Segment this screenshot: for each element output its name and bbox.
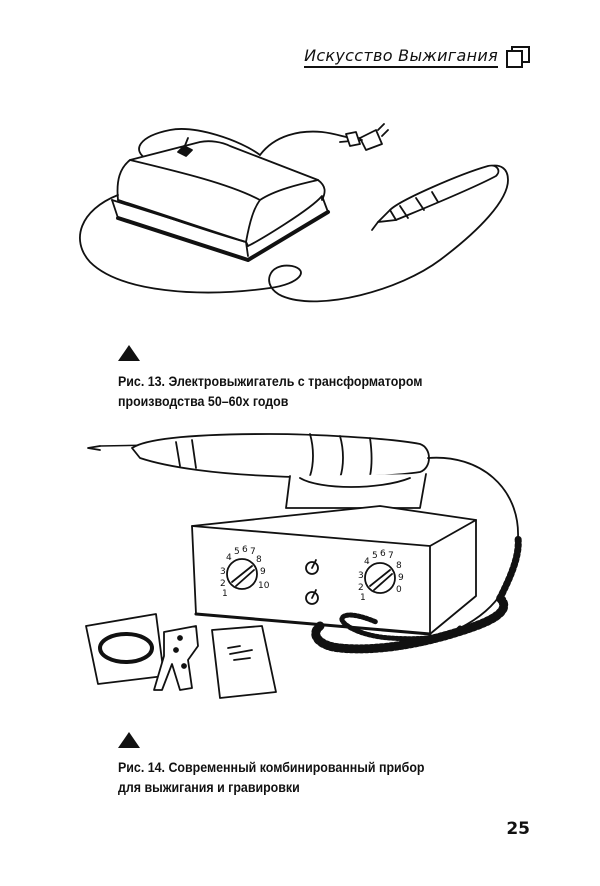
caption-line: производства 50–60х годов bbox=[118, 394, 289, 409]
dial-number: 5 bbox=[234, 547, 240, 557]
running-head-title: Искусство Выжигания bbox=[304, 46, 498, 68]
dial-number: 10 bbox=[258, 581, 270, 591]
dial-number: 5 bbox=[372, 551, 378, 561]
running-head: Искусство Выжигания bbox=[304, 46, 530, 68]
dial-number: 2 bbox=[358, 583, 364, 593]
caption-line: для выжигания и гравировки bbox=[118, 780, 300, 795]
toggle-switch-icon bbox=[305, 589, 319, 605]
dial-number: 6 bbox=[242, 545, 248, 555]
power-cord bbox=[259, 130, 361, 156]
transformer-box bbox=[111, 137, 330, 262]
dial-number: 9 bbox=[260, 567, 266, 577]
toggle-switch-icon bbox=[305, 559, 319, 575]
figure-14-illustration: 1 2 3 4 5 6 7 8 9 10 1 2 3 4 5 6 7 8 9 0 bbox=[85, 433, 522, 699]
dial-number: 1 bbox=[222, 589, 228, 599]
dial-number: 3 bbox=[220, 567, 226, 577]
dial-number: 4 bbox=[364, 557, 370, 567]
engraving-handpiece bbox=[87, 433, 430, 479]
dial-number: 7 bbox=[250, 547, 256, 557]
dial-number: 3 bbox=[358, 571, 364, 581]
dial-number: 0 bbox=[396, 585, 402, 595]
dial-number: 1 bbox=[360, 593, 366, 603]
device-main-box bbox=[191, 505, 477, 636]
accessory-card-2 bbox=[211, 625, 277, 699]
figure-14-caption: Рис. 14. Современный комбинированный при… bbox=[118, 758, 449, 798]
figure-13-illustration bbox=[79, 123, 509, 303]
figure-marker-icon bbox=[118, 732, 140, 748]
page-number: 25 bbox=[506, 819, 530, 839]
accessory-card-1 bbox=[85, 613, 165, 685]
caption-line: Рис. 13. Электровыжигатель с трансформат… bbox=[118, 374, 423, 389]
figure-13-caption: Рис. 13. Электровыжигатель с трансформат… bbox=[118, 372, 449, 412]
figure-marker-icon bbox=[118, 345, 140, 361]
burning-pen bbox=[371, 164, 500, 231]
book-icon bbox=[506, 46, 530, 68]
dial-number: 8 bbox=[396, 561, 402, 571]
caption-line: Рис. 14. Современный комбинированный при… bbox=[118, 760, 425, 775]
left-dial bbox=[226, 558, 258, 590]
dial-number: 4 bbox=[226, 553, 232, 563]
right-dial bbox=[364, 562, 396, 594]
dial-number: 7 bbox=[388, 551, 394, 561]
dial-number: 9 bbox=[398, 573, 404, 583]
dial-number: 2 bbox=[220, 579, 226, 589]
dial-number: 6 bbox=[380, 549, 386, 559]
dial-number: 8 bbox=[256, 555, 262, 565]
accessory-tips bbox=[153, 625, 199, 691]
pen-cord bbox=[79, 164, 509, 303]
plug-icon bbox=[339, 123, 389, 151]
